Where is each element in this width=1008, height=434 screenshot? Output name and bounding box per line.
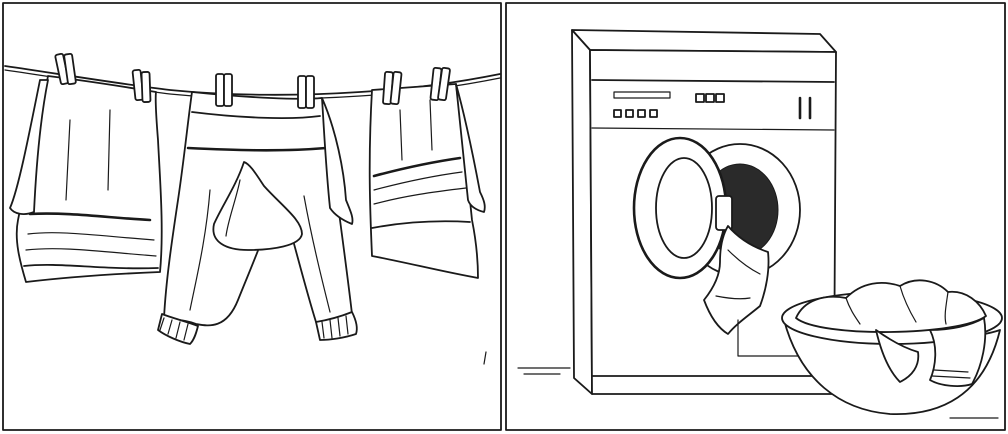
clothes-pegs: [54, 52, 451, 109]
peg-2: [131, 68, 152, 103]
peg-6: [429, 66, 451, 102]
peg-1: [54, 52, 77, 86]
control-buttons: [613, 109, 658, 118]
stray-mark: [483, 351, 487, 365]
porthole-door: [632, 136, 733, 280]
towel-left: [9, 75, 163, 283]
peg-3: [215, 73, 233, 107]
clothes-line-scene: [4, 52, 501, 365]
towel-right: [368, 83, 486, 279]
selector-handle: [798, 96, 812, 120]
display-window: [695, 93, 725, 103]
right-panel-frame: [505, 2, 1006, 431]
washing-machine: [571, 29, 837, 395]
door-hinge: [715, 195, 733, 231]
peg-5: [382, 70, 403, 106]
hanging-laundry: [703, 225, 770, 335]
peg-4: [297, 75, 315, 109]
laundry-basket: [781, 279, 1003, 415]
detergent-drawer: [613, 91, 671, 99]
left-panel-frame: [2, 2, 502, 431]
washing-machine-scene: [517, 29, 1003, 419]
trousers: [157, 91, 358, 345]
draped-sock: [929, 317, 987, 387]
